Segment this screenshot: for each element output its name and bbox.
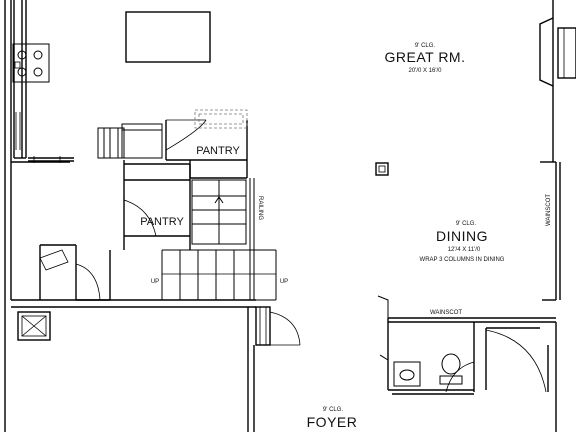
pantry-lower-label: PANTRY bbox=[140, 216, 184, 228]
dining-corner-wall bbox=[377, 295, 389, 318]
great-room-ceiling: 9' CLG. bbox=[415, 43, 435, 49]
refrigerator-cabinet bbox=[97, 123, 163, 159]
foyer-ceiling: 9' CLG. bbox=[323, 407, 343, 413]
coat-closet bbox=[255, 306, 301, 346]
half-bath-walls bbox=[387, 317, 556, 395]
railing-label: RAILING bbox=[257, 196, 263, 220]
bath-toilet bbox=[439, 353, 463, 385]
pantry-upper-shelves bbox=[194, 109, 248, 129]
foyer-title: FOYER bbox=[307, 414, 358, 430]
bath-sink bbox=[393, 361, 421, 387]
chase-box bbox=[17, 311, 51, 341]
dining-note: WRAP 3 COLUMNS IN DINING bbox=[420, 257, 505, 263]
pantry-upper-label: PANTRY bbox=[196, 145, 240, 157]
stair-arrow-up bbox=[214, 196, 224, 224]
column-marker bbox=[375, 162, 389, 176]
kitchen-counter bbox=[13, 0, 27, 159]
range-cooktop bbox=[12, 43, 50, 83]
fireplace bbox=[539, 17, 576, 87]
hall-closet-walls bbox=[11, 161, 111, 301]
wainscot-vertical-label: WAINSCOT bbox=[546, 194, 552, 226]
great-room-title: GREAT RM. bbox=[385, 49, 466, 65]
stairs bbox=[191, 178, 255, 300]
stair-up-left-label: UP bbox=[151, 279, 159, 285]
great-room-dimensions: 20'/0 X 16'/0 bbox=[409, 68, 443, 74]
dining-dimensions: 12'/4 X 11'/0 bbox=[448, 247, 481, 253]
great-room-east-wall bbox=[540, 0, 561, 301]
kitchen-island bbox=[125, 11, 211, 63]
dining-title: DINING bbox=[436, 228, 488, 244]
stair-run-lower bbox=[161, 249, 277, 301]
wainscot-horizontal-label: WAINSCOT bbox=[430, 310, 462, 316]
dining-ceiling: 9' CLG. bbox=[456, 221, 476, 227]
pantry-upper-walls bbox=[165, 119, 248, 179]
foyer-north-wall bbox=[11, 299, 256, 308]
stair-up-right-label: UP bbox=[280, 279, 288, 285]
pantry-lower-walls bbox=[123, 160, 191, 250]
left-exterior-wall bbox=[4, 0, 12, 432]
